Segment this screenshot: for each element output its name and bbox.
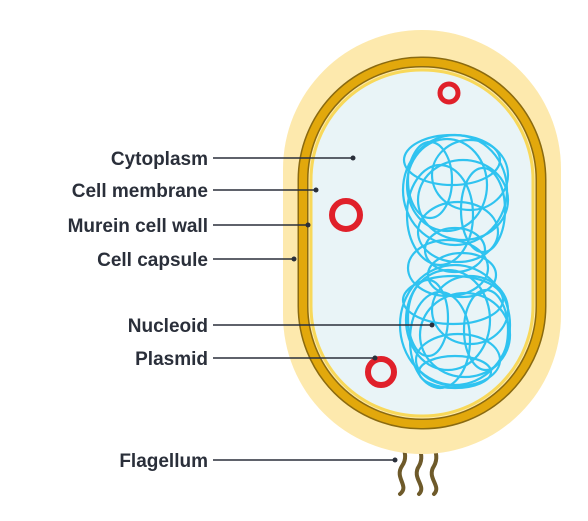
label-murein-cell-wall: Murein cell wall <box>68 216 208 237</box>
label-cytoplasm: Cytoplasm <box>111 149 208 170</box>
plasmid-left <box>329 198 363 232</box>
label-nucleoid: Nucleoid <box>128 316 208 337</box>
labels: Cytoplasm Cell membrane Murein cell wall… <box>68 149 208 472</box>
murein-cell-wall <box>299 58 545 428</box>
label-cell-capsule: Cell capsule <box>97 250 208 271</box>
label-cell-membrane: Cell membrane <box>72 181 208 202</box>
label-plasmid: Plasmid <box>135 349 208 370</box>
nucleoid <box>398 133 512 390</box>
plasmid-bottom <box>365 356 397 388</box>
leader-lines <box>213 155 435 463</box>
plasmid-top <box>437 81 461 105</box>
label-flagellum: Flagellum <box>119 451 208 472</box>
